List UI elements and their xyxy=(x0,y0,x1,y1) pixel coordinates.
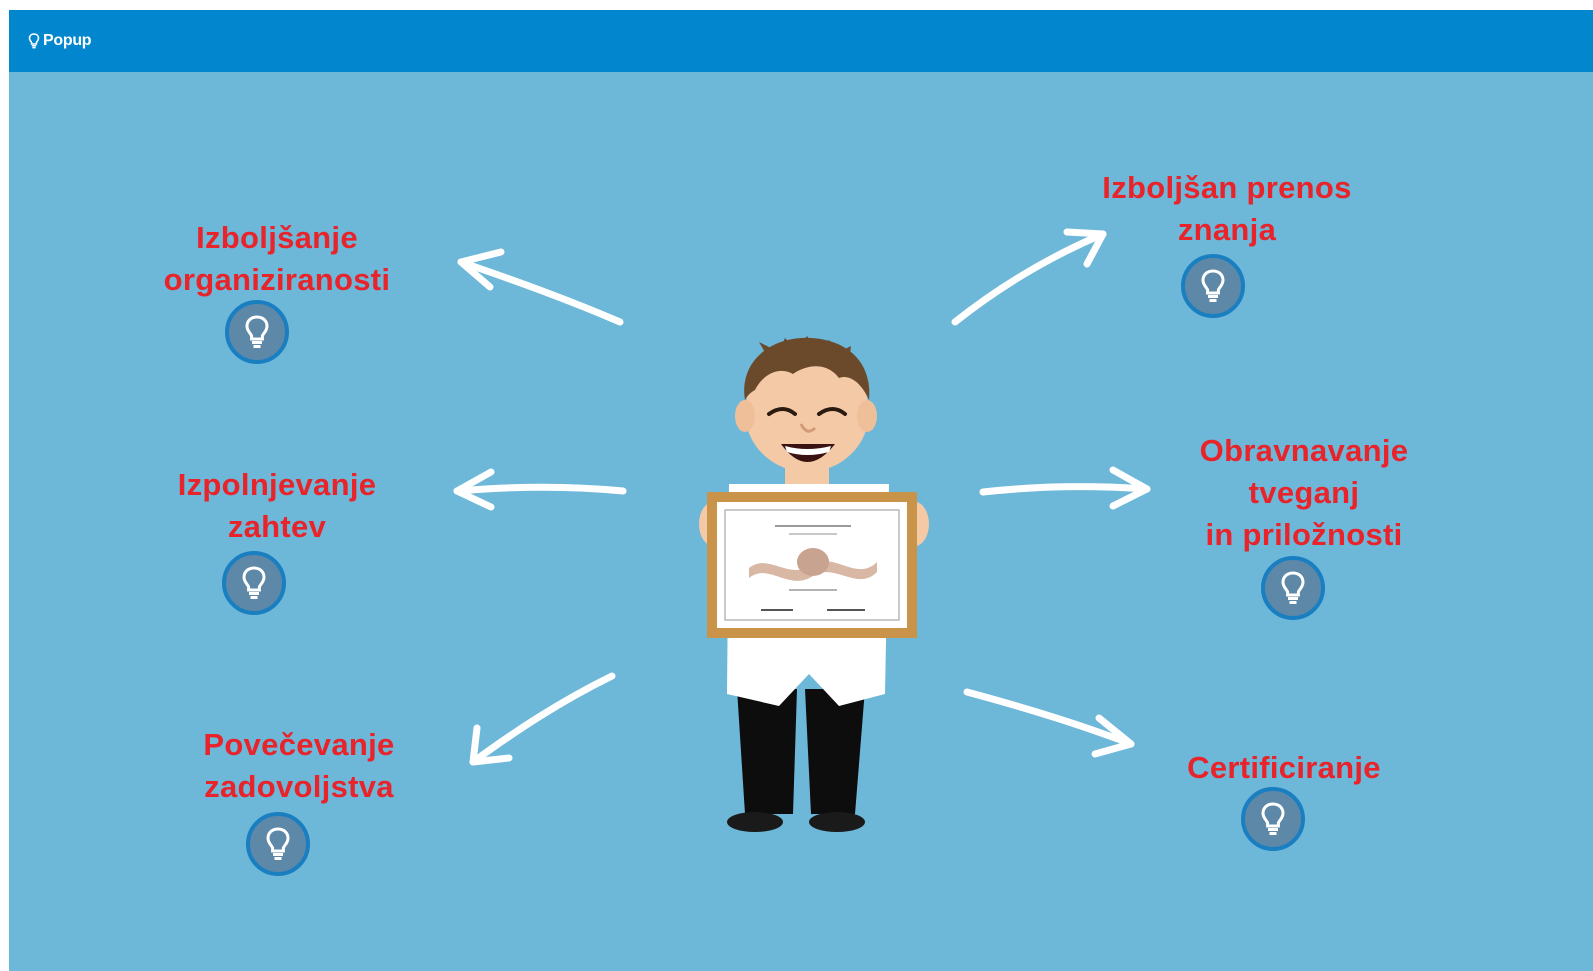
infographic-canvas: Izboljšanje organiziranosti Izpolnjevanj… xyxy=(9,72,1593,971)
lightbulb-icon xyxy=(1261,802,1285,835)
topic-satisfaction-label: Povečevanje zadovoljstva xyxy=(203,727,395,804)
hotspot-knowledge-button[interactable] xyxy=(1181,254,1245,318)
hotspot-risks-button[interactable] xyxy=(1261,556,1325,620)
character-illustration xyxy=(689,334,929,859)
arrow-to-satisfaction-icon xyxy=(469,672,616,766)
arrow-to-certification-icon xyxy=(963,688,1135,758)
hotspot-certification-button[interactable] xyxy=(1241,787,1305,851)
lightbulb-icon xyxy=(245,315,269,348)
lightbulb-icon xyxy=(1281,571,1305,604)
arrow-to-organization-icon xyxy=(457,248,624,326)
lightbulb-icon xyxy=(242,566,266,599)
popup-header: Popup xyxy=(9,10,1593,72)
topic-certification-label: Certificiranje xyxy=(1187,750,1381,785)
popup-title: Popup xyxy=(43,32,92,49)
arrow-to-risks-icon xyxy=(979,466,1151,510)
topic-requirements-label: Izpolnjevanje zahtev xyxy=(177,467,377,544)
topic-risks-label: Obravnavanje tveganj in priložnosti xyxy=(1199,433,1409,552)
hotspot-satisfaction-button[interactable] xyxy=(246,812,310,876)
lightbulb-icon xyxy=(28,33,40,49)
topic-knowledge-label: Izboljšan prenos znanja xyxy=(1102,170,1352,247)
arrows-layer xyxy=(453,228,1151,766)
topic-organization-label: Izboljšanje organiziranosti xyxy=(163,220,391,297)
arrow-to-knowledge-icon xyxy=(951,228,1107,326)
lightbulb-icon xyxy=(266,827,290,860)
arrow-to-requirements-icon xyxy=(453,468,627,511)
hotspot-organization-button[interactable] xyxy=(225,300,289,364)
hotspot-requirements-button[interactable] xyxy=(222,551,286,615)
lightbulb-icon xyxy=(1201,269,1225,302)
